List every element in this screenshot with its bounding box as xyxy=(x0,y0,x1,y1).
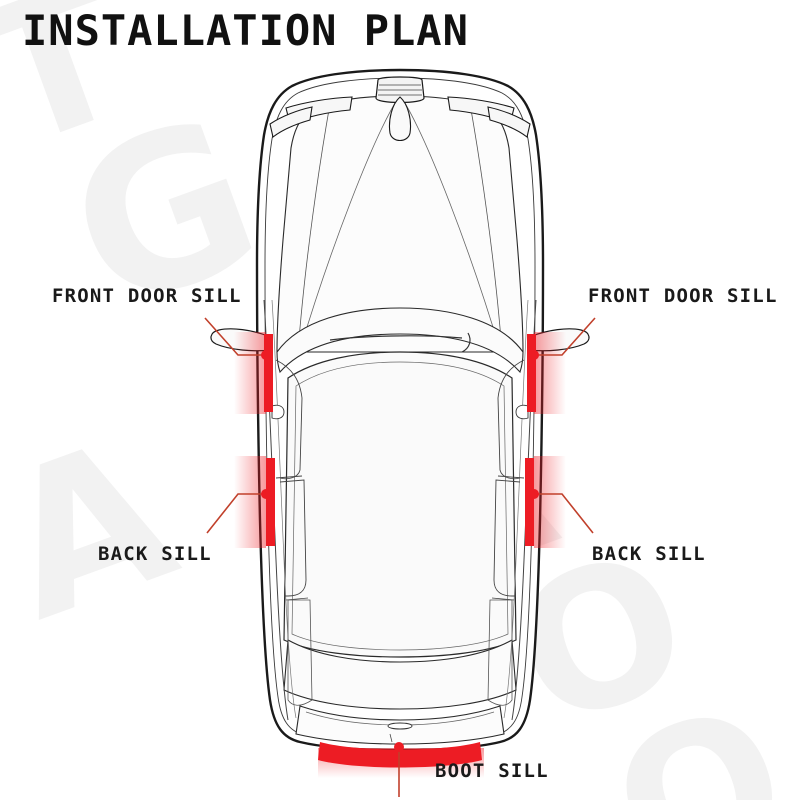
back-sill-left-glow xyxy=(234,456,266,548)
leader-front-door-sill-right xyxy=(537,317,596,356)
front-sill-right-glow xyxy=(534,332,566,414)
callout-label-back-sill-right: BACK SILL xyxy=(592,543,706,565)
highlight-back-sill-right xyxy=(525,458,534,546)
back-sill-right-glow xyxy=(534,456,566,548)
page-title: INSTALLATION PLAN xyxy=(22,6,469,55)
marker-back-sill-left xyxy=(261,489,271,499)
highlight-front-door-sill-right xyxy=(527,334,536,412)
callout-label-boot-sill: BOOT SILL xyxy=(435,760,549,782)
marker-front-door-sill-right xyxy=(529,350,539,360)
leader-front-door-sill-left xyxy=(204,317,263,356)
callout-label-front-door-sill-right: FRONT DOOR SILL xyxy=(588,285,778,307)
callout-label-front-door-sill-left: FRONT DOOR SILL xyxy=(52,285,242,307)
leader-back-sill-right xyxy=(537,493,594,534)
leader-back-sill-left xyxy=(206,493,263,534)
front-sill-left-glow xyxy=(234,332,266,414)
car-cabin xyxy=(276,307,524,710)
highlight-boot-sill xyxy=(318,742,482,768)
callout-label-back-sill-left: BACK SILL xyxy=(98,543,212,565)
marker-back-sill-right xyxy=(529,489,539,499)
highlight-front-door-sill-left xyxy=(264,334,273,412)
marker-front-door-sill-left xyxy=(261,350,271,360)
highlight-back-sill-left xyxy=(266,458,275,546)
marker-boot-sill xyxy=(394,742,404,752)
